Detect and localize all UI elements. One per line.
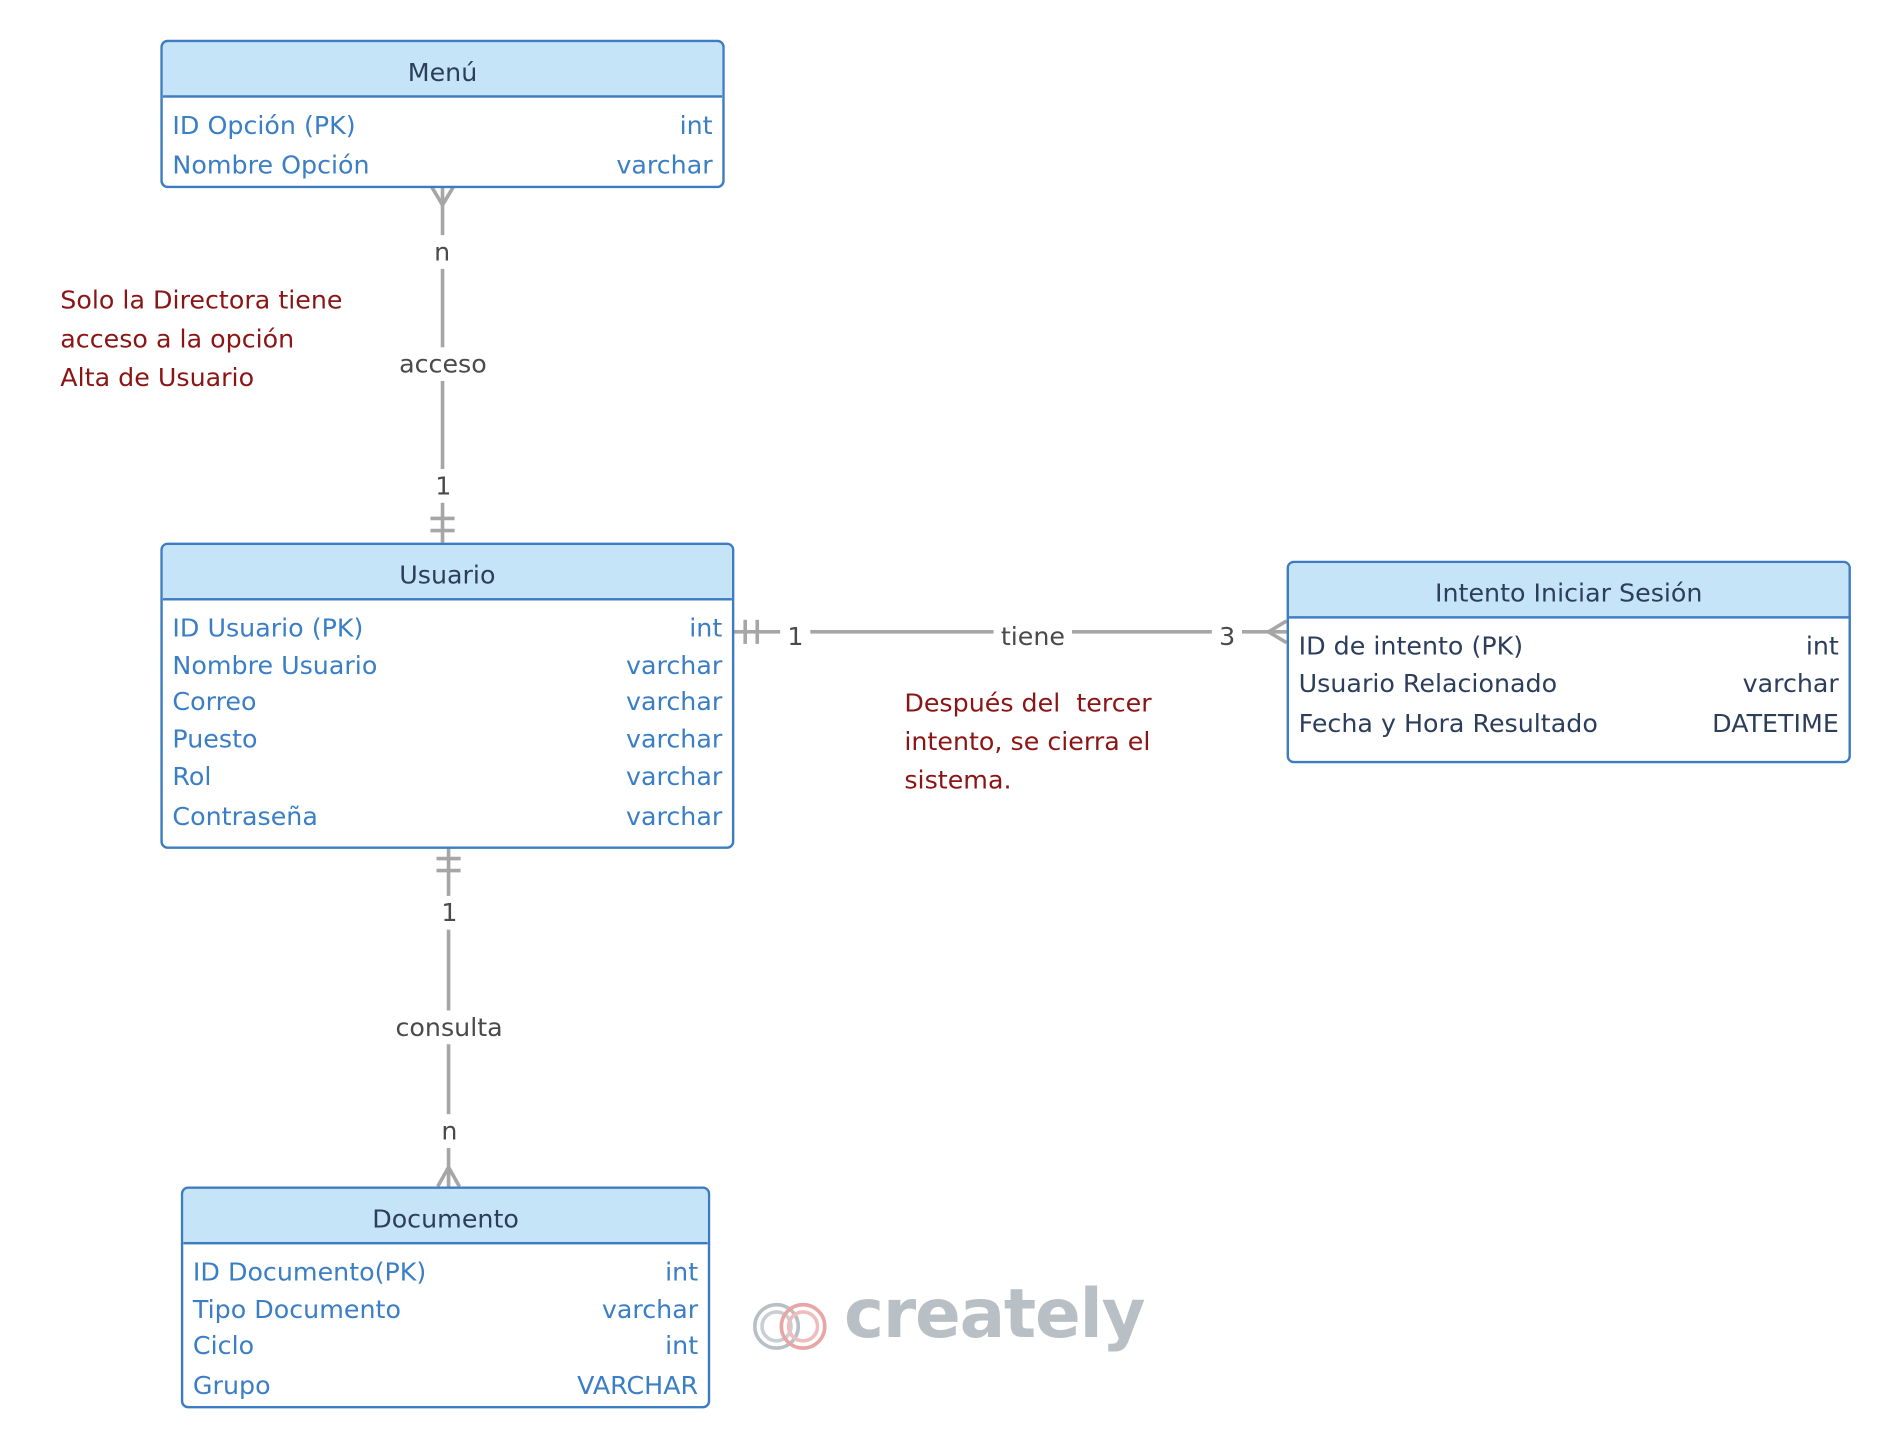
field-type: DATETIME — [1712, 709, 1839, 738]
field-row: Ciclo int — [193, 1331, 698, 1365]
field-type: varchar — [616, 150, 713, 180]
consulta-card-one: 1 — [434, 895, 465, 930]
consulta-card-many: n — [434, 1114, 465, 1148]
field-type: int — [689, 613, 723, 643]
creately-watermark: creately — [844, 1275, 1145, 1355]
creately-logo-icon — [753, 1302, 827, 1350]
note-intento: Después del tercer intento, se cierra el… — [904, 688, 1152, 795]
field-name: Ciclo — [192, 1331, 255, 1361]
field-type: varchar — [626, 724, 723, 754]
tiene-card-one: 1 — [780, 619, 811, 654]
field-name: Nombre Opción — [172, 150, 370, 180]
field-type: int — [1805, 631, 1839, 661]
field-name: ID de intento (PK) — [1298, 631, 1524, 661]
entity-intento-iniciar-sesion[interactable]: Intento Iniciar Sesión ID de intento (PK… — [1286, 560, 1851, 764]
entity-menu[interactable]: Menú ID Opción (PK) int Nombre Opción va… — [160, 39, 725, 189]
field-type: int — [665, 1331, 699, 1361]
field-type: varchar — [626, 687, 723, 717]
acceso-label: acceso — [391, 347, 494, 382]
field-type: VARCHAR — [577, 1370, 699, 1400]
field-name: Contraseña — [172, 801, 318, 831]
field-row: Tipo Documento varchar — [193, 1295, 698, 1329]
field-row: Puesto varchar — [172, 725, 722, 759]
field-type: int — [679, 110, 713, 140]
field-row: ID Opción (PK) int — [172, 111, 712, 145]
tiene-label: tiene — [993, 619, 1073, 654]
field-row: Nombre Usuario varchar — [172, 651, 722, 685]
tiene-card-many: 3 — [1211, 619, 1243, 654]
tiene-crowfoot — [1267, 619, 1288, 634]
entity-usuario-title: Usuario — [162, 545, 732, 601]
field-name: Tipo Documento — [192, 1295, 401, 1324]
acceso-card-one: 1 — [428, 469, 459, 503]
field-name: Usuario Relacionado — [1298, 669, 1558, 699]
field-name: Rol — [172, 762, 212, 792]
consulta-label: consulta — [388, 1010, 510, 1045]
field-row: Rol varchar — [172, 762, 722, 796]
field-type: varchar — [626, 762, 723, 792]
field-row: ID de intento (PK) int — [1299, 632, 1839, 666]
field-type: varchar — [601, 1295, 699, 1324]
field-name: Nombre Usuario — [172, 651, 378, 681]
field-row: ID Documento(PK) int — [193, 1258, 698, 1292]
field-row: Grupo VARCHAR — [193, 1371, 698, 1405]
field-name: Puesto — [172, 724, 258, 754]
field-row: ID Usuario (PK) int — [172, 614, 722, 648]
field-row: Fecha y Hora Resultado DATETIME — [1299, 709, 1839, 743]
field-row: Nombre Opción varchar — [172, 151, 712, 185]
entity-documento-title: Documento — [183, 1188, 708, 1245]
field-name: ID Documento(PK) — [192, 1257, 427, 1287]
field-name: ID Usuario (PK) — [172, 613, 364, 643]
entity-usuario[interactable]: Usuario ID Usuario (PK) int Nombre Usuar… — [160, 542, 735, 849]
field-row: Correo varchar — [172, 687, 722, 721]
field-name: ID Opción (PK) — [172, 110, 356, 140]
field-type: varchar — [626, 801, 723, 831]
field-name: Correo — [172, 687, 257, 717]
entity-documento[interactable]: Documento ID Documento(PK) int Tipo Docu… — [180, 1186, 711, 1409]
field-type: int — [665, 1257, 699, 1287]
field-type: varchar — [1742, 669, 1839, 699]
field-name: Fecha y Hora Resultado — [1298, 709, 1598, 738]
entity-menu-title: Menú — [162, 42, 723, 98]
field-row: Contraseña varchar — [172, 802, 722, 836]
entity-intento-title: Intento Iniciar Sesión — [1289, 563, 1849, 619]
acceso-crowfoot — [430, 185, 445, 206]
note-directora: Solo la Directora tiene acceso a la opci… — [60, 285, 343, 392]
field-type: varchar — [626, 651, 723, 681]
field-row: Usuario Relacionado varchar — [1299, 669, 1839, 703]
acceso-card-many: n — [426, 235, 458, 269]
field-name: Grupo — [192, 1370, 271, 1400]
consulta-crowfoot — [436, 1166, 451, 1188]
